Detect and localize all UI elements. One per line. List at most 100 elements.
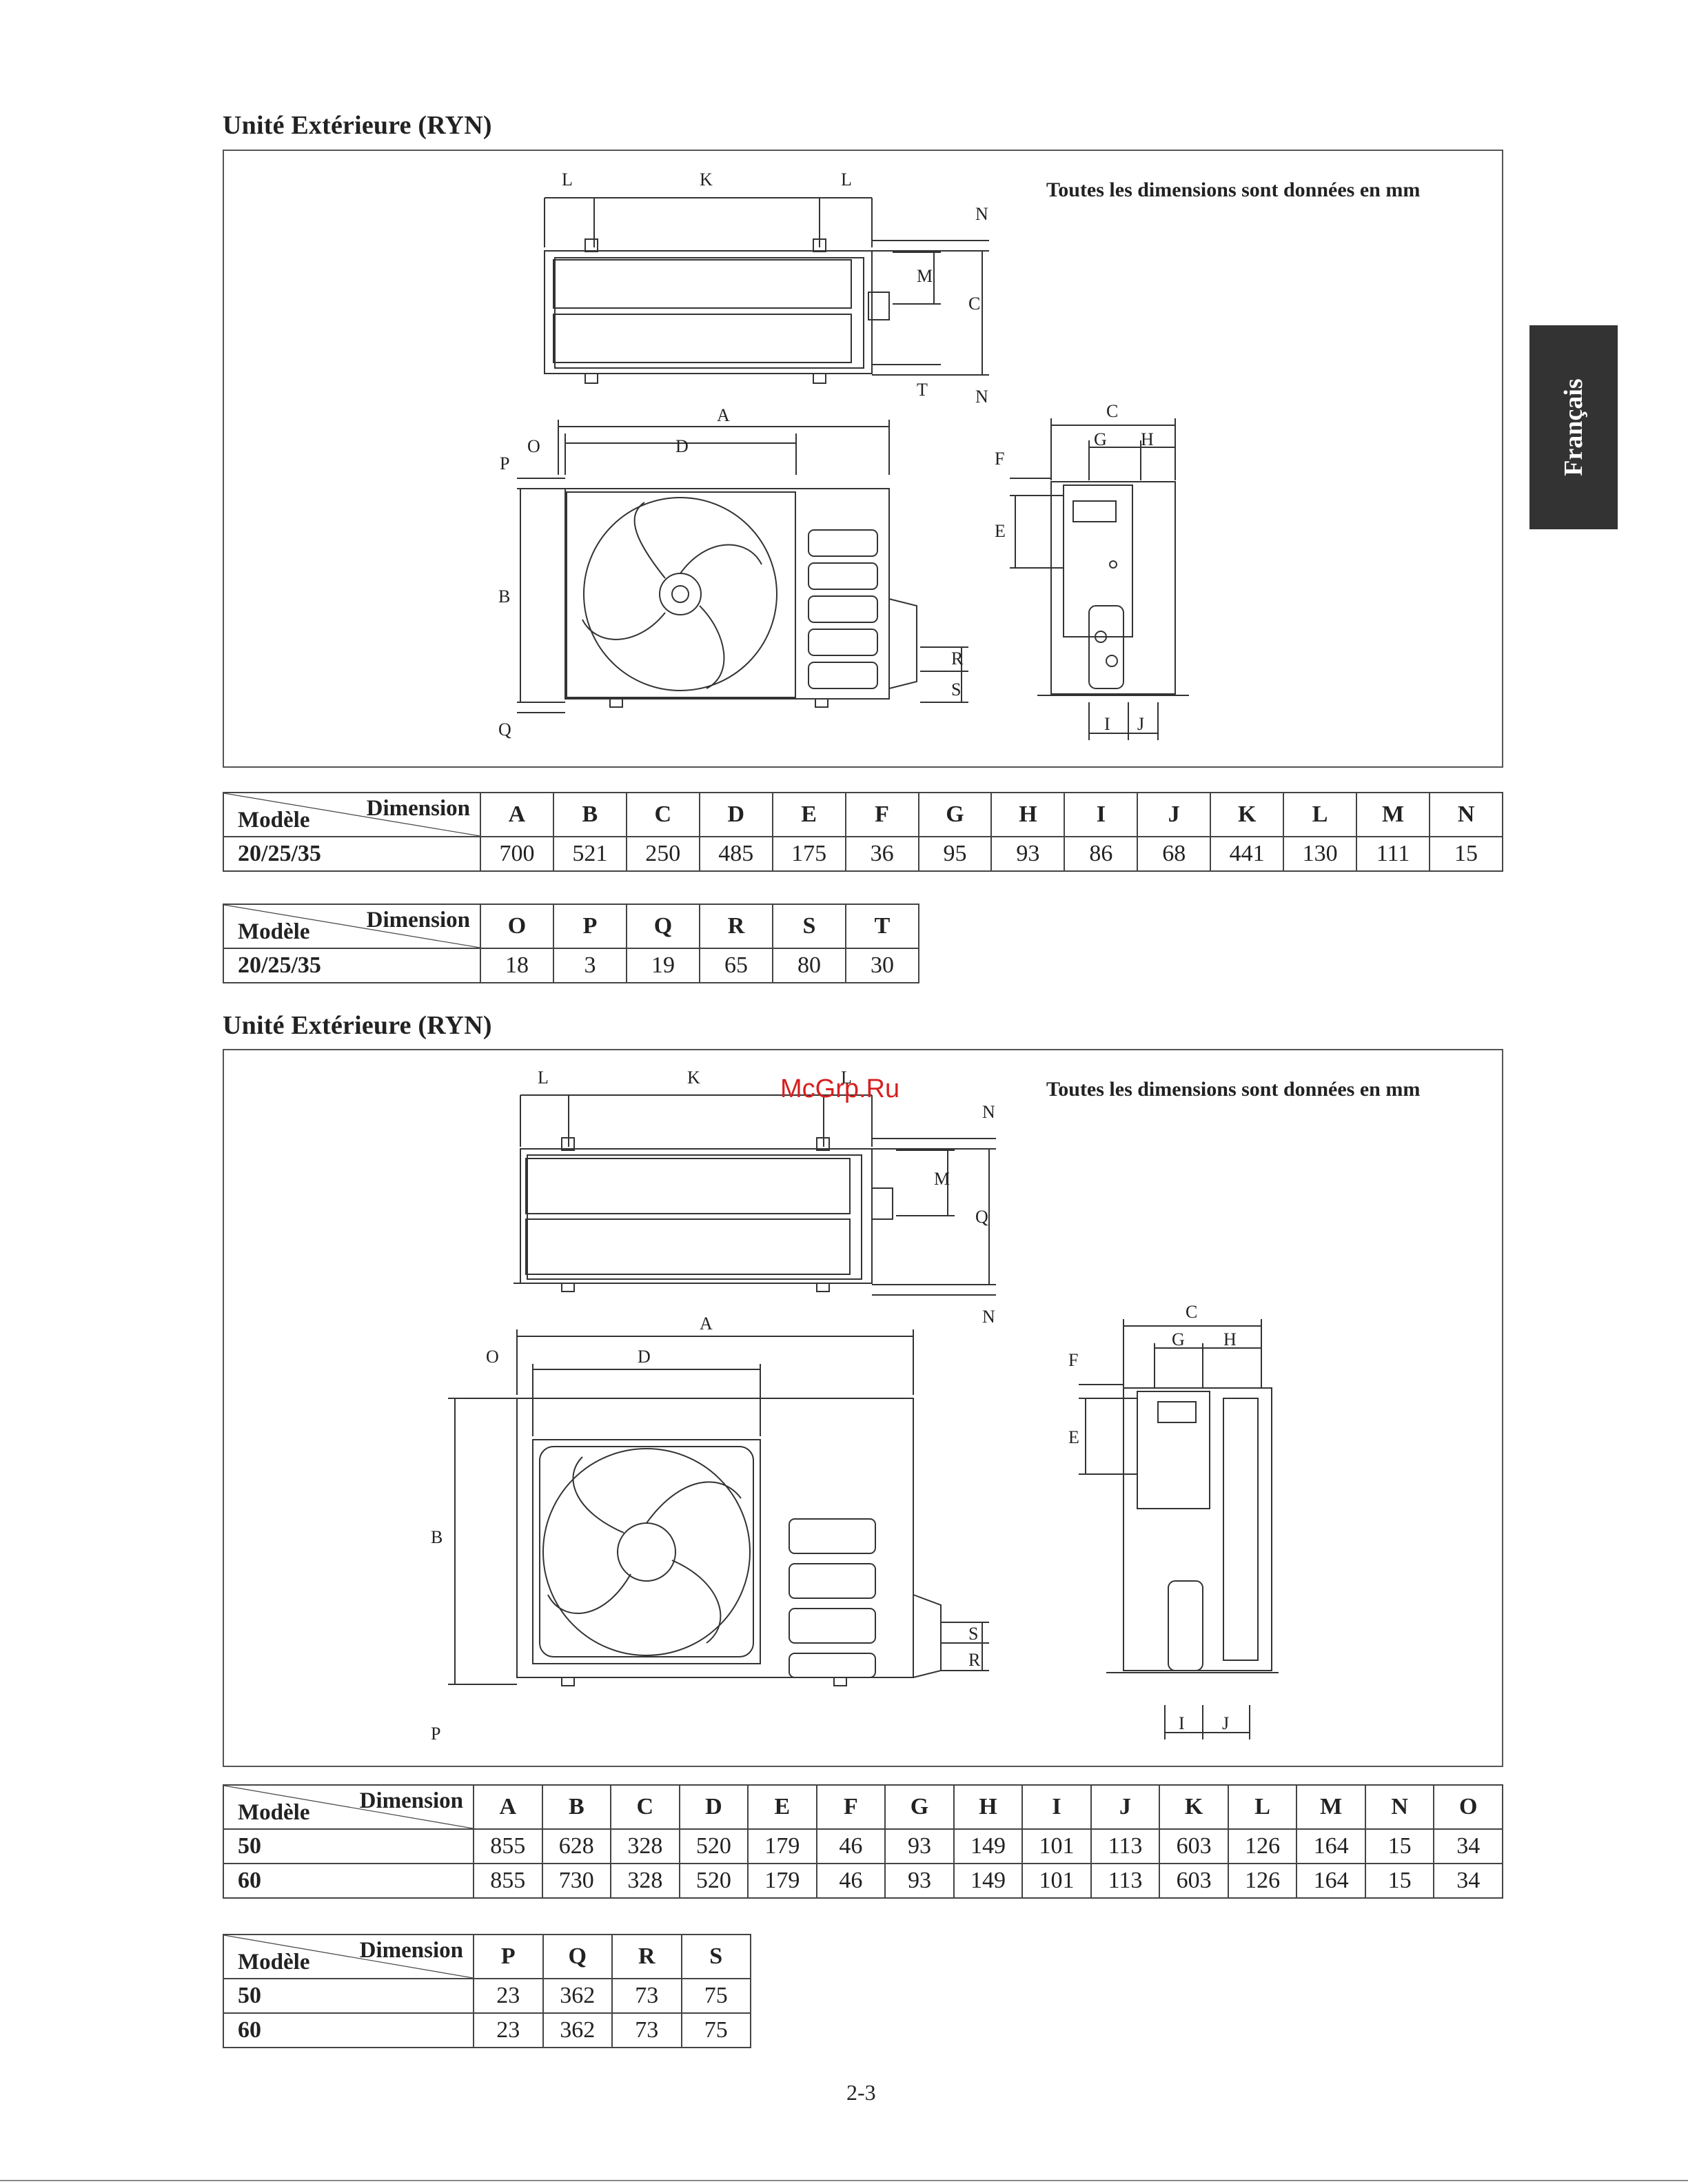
value-cell: 65 — [699, 948, 773, 983]
value-cell: 23 — [473, 2012, 544, 2048]
column-header: F — [844, 792, 919, 837]
label-F: F — [995, 449, 1004, 469]
column-header: O — [480, 904, 554, 949]
value-cell: 164 — [1296, 1863, 1366, 1899]
column-header: C — [625, 792, 700, 837]
label-L: L — [841, 170, 852, 190]
label-N: N — [982, 1102, 995, 1122]
column-header: S — [680, 1934, 751, 1979]
column-header: M — [1296, 1784, 1366, 1830]
label-M: M — [917, 266, 933, 286]
label-T: T — [917, 380, 928, 400]
column-header: R — [611, 1934, 682, 1979]
value-cell: 34 — [1433, 1828, 1503, 1864]
value-cell: 36 — [844, 836, 919, 872]
column-header: I — [1021, 1784, 1092, 1830]
value-cell: 93 — [884, 1828, 955, 1864]
value-cell: 130 — [1283, 836, 1358, 872]
value-cell: 730 — [541, 1863, 612, 1899]
front-view-2 — [448, 1329, 989, 1686]
table-corner: Dimension Modèle — [223, 792, 481, 837]
value-cell: 520 — [678, 1828, 749, 1864]
column-header: E — [771, 792, 846, 837]
value-cell: 15 — [1428, 836, 1504, 872]
value-cell: 46 — [815, 1863, 886, 1899]
value-cell: 628 — [541, 1828, 612, 1864]
value-cell: 855 — [473, 1828, 543, 1864]
value-cell: 175 — [771, 836, 846, 872]
label-P: P — [500, 453, 509, 473]
label-O: O — [527, 436, 540, 456]
label-C: C — [1106, 401, 1118, 421]
value-cell: 101 — [1021, 1863, 1092, 1899]
value-cell: 73 — [611, 1978, 682, 2014]
dimension-table-2b: Dimension Modèle P Q R S 50 23 362 73 75… — [223, 1934, 751, 2048]
column-header: D — [698, 792, 773, 837]
top-view-1 — [545, 198, 989, 383]
label-P: P — [431, 1724, 440, 1744]
column-header: S — [772, 904, 846, 949]
outdoor-unit-drawing-1: L K L N M C T N A D O P B Q R S C G H F … — [498, 170, 1502, 766]
side-view-2 — [1079, 1319, 1279, 1739]
label-N: N — [975, 387, 988, 407]
label-K: K — [687, 1068, 700, 1088]
value-cell: 46 — [815, 1828, 886, 1864]
label-J: J — [1137, 714, 1144, 734]
column-header: L — [1227, 1784, 1298, 1830]
label-L: L — [538, 1068, 549, 1088]
label-I: I — [1104, 714, 1110, 734]
label-E: E — [995, 521, 1006, 541]
label-D: D — [675, 436, 689, 456]
label-B: B — [498, 586, 510, 606]
dimensions-note-2: Toutes les dimensions sont données en mm — [1046, 1078, 1421, 1101]
column-header: N — [1428, 792, 1504, 837]
column-header: P — [553, 904, 627, 949]
column-header: B — [541, 1784, 612, 1830]
value-cell: 68 — [1137, 836, 1212, 872]
column-header: K — [1210, 792, 1285, 837]
value-cell: 521 — [552, 836, 627, 872]
label-H: H — [1223, 1329, 1237, 1349]
page-number: 2-3 — [846, 2080, 876, 2105]
value-cell: 93 — [884, 1863, 955, 1899]
language-tab-label: Français — [1559, 378, 1588, 476]
side-view-1 — [1010, 418, 1189, 740]
model-cell: 60 — [223, 1863, 474, 1899]
value-cell: 149 — [953, 1828, 1024, 1864]
value-cell: 34 — [1433, 1863, 1503, 1899]
dimension-table-1a: Dimension Modèle A B C D E F G H I J K L… — [223, 792, 1504, 872]
table-corner: Dimension Modèle — [223, 904, 481, 949]
section-2-heading: Unité Extérieure (RYN) — [223, 1011, 492, 1040]
column-header: G — [917, 792, 993, 837]
value-cell: 15 — [1364, 1863, 1435, 1899]
value-cell: 113 — [1090, 1828, 1161, 1864]
label-R: R — [951, 649, 964, 669]
label-L: L — [562, 170, 573, 190]
value-cell: 18 — [480, 948, 554, 983]
label-S: S — [951, 680, 961, 700]
value-cell: 80 — [772, 948, 846, 983]
column-header: C — [610, 1784, 680, 1830]
value-cell: 362 — [542, 2012, 613, 2048]
bottom-rule — [0, 2180, 1688, 2181]
label-E: E — [1068, 1427, 1079, 1447]
value-cell: 362 — [542, 1978, 613, 2014]
column-header: M — [1356, 792, 1430, 837]
top-view-2 — [513, 1095, 996, 1295]
label-H: H — [1141, 429, 1154, 449]
value-cell: 149 — [953, 1863, 1024, 1899]
label-A: A — [717, 405, 730, 425]
value-cell: 328 — [610, 1828, 680, 1864]
value-cell: 250 — [625, 836, 700, 872]
table-corner: Dimension Modèle — [223, 1784, 474, 1830]
value-cell: 126 — [1227, 1828, 1298, 1864]
label-C: C — [968, 294, 980, 314]
column-header: J — [1137, 792, 1212, 837]
label-K: K — [700, 170, 713, 190]
label-O: O — [486, 1347, 499, 1367]
value-cell: 520 — [678, 1863, 749, 1899]
value-cell: 75 — [680, 2012, 751, 2048]
diagram-frame-1: Toutes les dimensions sont données en mm — [223, 150, 1503, 768]
column-header: Q — [542, 1934, 613, 1979]
value-cell: 101 — [1021, 1828, 1092, 1864]
